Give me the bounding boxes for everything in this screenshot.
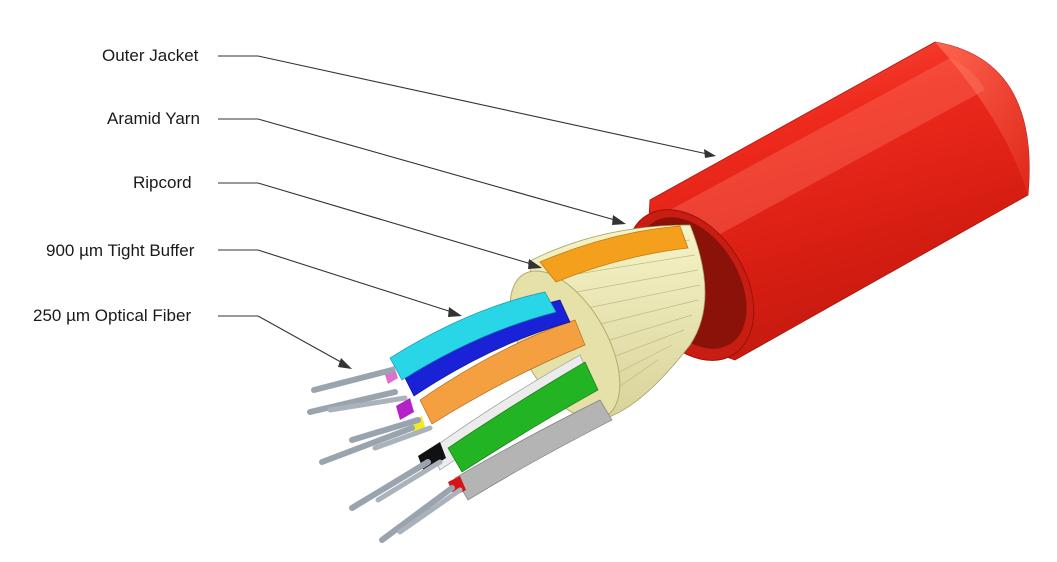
optical-fibers bbox=[307, 367, 463, 543]
label-optical-fiber: 250 µm Optical Fiber bbox=[33, 306, 352, 369]
tight-buffers bbox=[384, 291, 613, 501]
label-aramid-yarn: Aramid Yarn bbox=[107, 109, 626, 225]
label-text: 250 µm Optical Fiber bbox=[33, 306, 191, 325]
label-outer-jacket: Outer Jacket bbox=[102, 46, 716, 158]
label-text: Ripcord bbox=[133, 173, 192, 192]
label-text: 900 µm Tight Buffer bbox=[46, 241, 195, 260]
ripcord bbox=[539, 225, 689, 283]
label-tight-buffer: 900 µm Tight Buffer bbox=[46, 241, 462, 317]
label-ripcord: Ripcord bbox=[133, 173, 542, 269]
label-text: Aramid Yarn bbox=[107, 109, 200, 128]
label-text: Outer Jacket bbox=[102, 46, 199, 65]
